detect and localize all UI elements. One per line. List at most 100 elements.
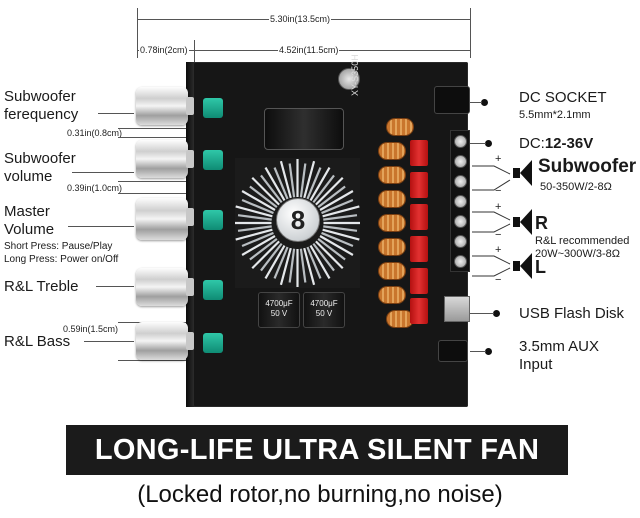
label-master-volume-1: Master [4,203,50,220]
pot-rl-treble [203,280,223,300]
terminal-screw[interactable] [454,215,467,228]
leader-aux [470,351,486,352]
aux-jack[interactable] [438,340,468,362]
subwoofer-wiring [472,165,511,191]
label-subwoofer-volume-1: Subwoofer [4,150,76,167]
red-capacitor-3 [410,204,428,230]
heatsink-fin [288,248,296,283]
terminal-screw[interactable] [454,175,467,188]
cap-right-value: 4700μF [310,299,338,308]
label-subwoofer-frequency-2: ferequency [4,106,79,123]
left-speaker-icon [513,253,532,279]
heatsink-fin [303,160,316,199]
bulk-capacitor [264,108,344,150]
knob-subwoofer-volume[interactable] [136,140,194,178]
inductor-1 [386,118,414,136]
right-speaker-icon [513,209,532,235]
r-wiring [472,211,511,233]
label-dc-voltage: DC:12-36V [519,135,593,152]
dim-tick-right [470,8,471,58]
knob-subwoofer-frequency[interactable] [136,87,194,125]
filter-capacitor-left: 4700μF 50 V [258,292,300,328]
knob-master-volume[interactable] [136,198,194,240]
terminal-screw[interactable] [454,135,467,148]
heatsink-fin [306,246,322,279]
dim-inner-width: 4.52in(11.5cm) [278,45,340,55]
leader-dc-voltage [470,143,486,144]
heatsink-fin [241,199,274,215]
heatsink-fin [312,242,335,272]
heatsink-fin [309,244,331,279]
heatsink-fin [288,163,296,198]
heatsink-fin [315,240,344,270]
leader-subwoofer-volume [72,172,134,173]
heatsink-fin [322,228,360,241]
l-wiring [472,255,511,277]
heatsink-fin [317,185,346,209]
dim-total-width: 5.30in(13.5cm) [269,14,332,24]
red-capacitor-6 [410,298,428,324]
label-subwoofer-volume-2: volume [4,168,53,185]
label-l-channel: L [535,257,546,277]
terminal-screw[interactable] [454,155,467,168]
terminal-screw[interactable] [454,255,467,268]
filter-capacitor-right: 4700μF 50 V [303,292,345,328]
dim-gap1: 0.31in(0.8cm) [66,128,124,138]
knob-rl-treble[interactable] [136,268,194,306]
label-master-long-press: Long Press: Power on/Off [4,254,119,265]
dim-tick-left [137,8,138,58]
bullet-dc-voltage [485,140,492,147]
heatsink-fin [251,240,280,270]
r-plus-sign: + [495,201,502,213]
heatsink-fin [317,237,346,261]
bullet-usb [493,310,500,317]
terminal-screw[interactable] [454,195,467,208]
knob-rl-bass[interactable] [136,322,194,360]
heatsink-fin [237,225,272,232]
inductor-7 [378,262,406,280]
leader-dc-socket [470,102,482,103]
red-capacitor-1 [410,140,428,166]
bullet-aux [485,348,492,355]
inductor-5 [378,214,406,232]
l-minus-sign: − [495,274,502,286]
heatsink-fin [299,248,307,283]
board-model-text: XY-S350H [350,54,360,96]
heatsink-fin [251,176,280,206]
screw-terminal-block[interactable] [450,130,470,272]
label-dc-socket-spec: 5.5mm*2.1mm [519,109,591,121]
cap-left-value: 4700μF [265,299,293,308]
usb-port[interactable] [444,296,470,322]
board-edge [186,62,194,407]
leader-rl-treble [96,286,134,287]
sub-plus-sign: + [495,153,502,165]
heatsink-fan [235,158,360,288]
heatsink-fin [312,174,335,204]
heatsink-fin [315,176,344,206]
dim-gap1-line-top [118,128,193,129]
subline-text: (Locked rotor,no burning,no noise) [137,481,503,508]
heatsink-fin [260,242,283,272]
heatsink-fin [264,244,286,279]
red-capacitor-2 [410,172,428,198]
sub-minus-sign: − [495,185,502,197]
label-rl-bass: R&L Bass [4,333,71,350]
label-aux-2: Input [519,356,553,373]
label-master-short-press: Short Press: Pause/Play [4,241,113,252]
dc-prefix: DC: [519,135,545,152]
dim-gap2-line-bottom [118,193,193,194]
heatsink-fin [249,185,278,209]
dim-gap1-line-bottom [118,137,193,138]
heatsink-fin [241,235,276,256]
headline-banner: LONG-LIFE ULTRA SILENT FAN [66,425,568,475]
label-rl-recommended: R&L recommended [535,235,630,247]
heatsink-fin [241,231,274,247]
heatsink-fin [303,247,316,286]
heatsink-fin [306,167,322,200]
heatsink-fin [319,235,354,256]
terminal-screw[interactable] [454,235,467,248]
red-capacitor-5 [410,268,428,294]
label-subwoofer: Subwoofer [538,156,637,177]
r-minus-sign: − [495,229,502,241]
dc-socket-connector[interactable] [434,86,470,114]
